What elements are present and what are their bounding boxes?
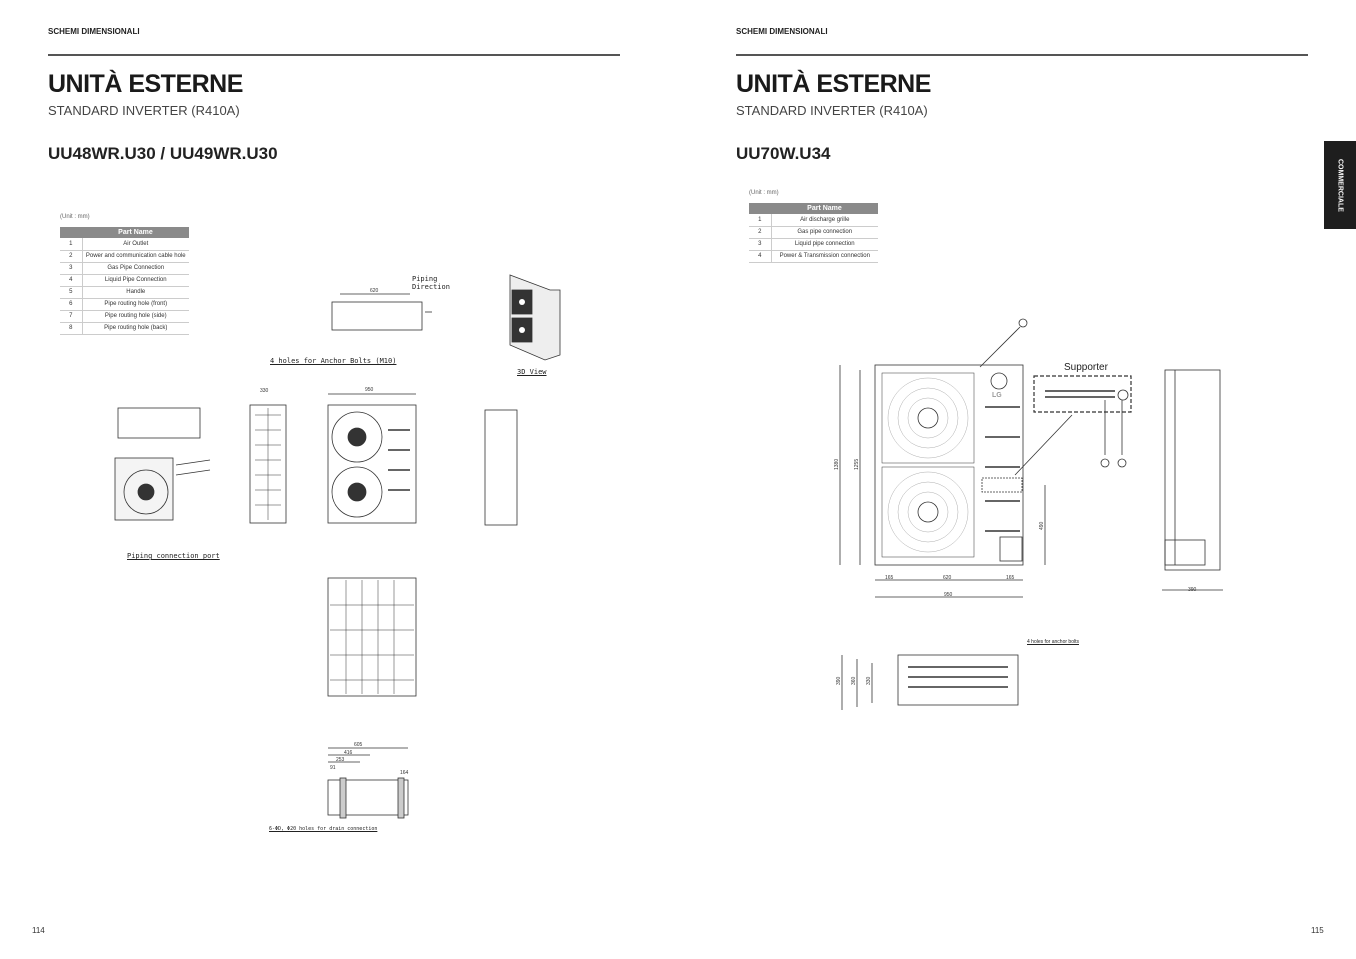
model-name: UU70W.U34 xyxy=(736,144,831,163)
dim-label: 330 xyxy=(866,676,872,685)
part-number: 4 xyxy=(749,250,772,263)
dimensional-drawing-left: 620 950 330 605 416 253 91 164 xyxy=(114,274,561,819)
dim-label: 620 xyxy=(370,288,379,294)
dim-label: 605 xyxy=(354,742,363,748)
part-number: 5 xyxy=(60,286,83,299)
section-header: SCHEMI DIMENSIONALI xyxy=(48,27,140,36)
dim-label: 1255 xyxy=(854,459,860,470)
dim-label: 165 xyxy=(1006,575,1015,581)
dim-label: 165 xyxy=(885,575,894,581)
part-number: 2 xyxy=(60,250,83,263)
part-name: Gas Pipe Connection xyxy=(82,262,189,275)
part-number: 8 xyxy=(60,322,83,335)
part-name: Gas pipe connection xyxy=(771,226,878,239)
part-name: Liquid pipe connection xyxy=(771,238,878,251)
table-header: Part Name xyxy=(82,227,189,238)
part-name: Pipe routing hole (front) xyxy=(82,298,189,311)
part-name: Air discharge grille xyxy=(771,214,878,227)
side-tab-commerciale: COMMERCIALE xyxy=(1324,141,1356,229)
dim-label: 950 xyxy=(365,387,374,393)
page-subtitle: STANDARD INVERTER (R410A) xyxy=(736,103,928,118)
drain-holes-label: 6-ΦD, Φ20 holes for drain connection xyxy=(269,826,378,832)
dim-label: 390 xyxy=(1188,587,1197,593)
3d-view-label: 3D View xyxy=(517,368,547,376)
dim-label: 416 xyxy=(344,750,353,756)
divider xyxy=(48,54,620,56)
part-name: Power and communication cable hole xyxy=(82,250,189,263)
supporter-label: Supporter xyxy=(1064,362,1108,373)
part-number: 4 xyxy=(60,274,83,287)
anchor-bolts-label: 4 holes for Anchor Bolts (M10) xyxy=(270,357,397,365)
section-header: SCHEMI DIMENSIONALI xyxy=(736,27,828,36)
part-name: Pipe routing hole (side) xyxy=(82,310,189,323)
table-header: Part Name xyxy=(771,203,878,214)
dim-label: 1380 xyxy=(834,459,840,470)
page-title: UNITÀ ESTERNE xyxy=(48,70,243,98)
dim-label: 360 xyxy=(851,676,857,685)
dim-label: 620 xyxy=(943,575,952,581)
page-subtitle: STANDARD INVERTER (R410A) xyxy=(48,103,240,118)
part-number: 2 xyxy=(749,226,772,239)
piping-direction-label: Piping Direction xyxy=(412,275,450,291)
unit-note: (Unit : mm) xyxy=(749,190,779,196)
dim-label: 950 xyxy=(944,592,953,598)
dim-label: 164 xyxy=(400,770,409,776)
part-name: Pipe routing hole (back) xyxy=(82,322,189,335)
part-name: Air Outlet xyxy=(82,238,189,251)
part-name: Liquid Pipe Connection xyxy=(82,274,189,287)
part-name: Handle xyxy=(82,286,189,299)
page-title: UNITÀ ESTERNE xyxy=(736,70,931,98)
dim-label: 330 xyxy=(260,388,269,394)
lg-logo: LG xyxy=(992,392,1002,399)
piping-connection-port-label: Piping connection port xyxy=(127,552,220,560)
part-number: 1 xyxy=(749,214,772,227)
part-number: 3 xyxy=(749,238,772,251)
anchor-bolts-label: 4 holes for anchor bolts xyxy=(1027,639,1079,645)
part-number: 7 xyxy=(60,310,83,323)
dim-label: 490 xyxy=(1039,521,1045,530)
dim-label: 253 xyxy=(336,757,345,763)
dim-label: 91 xyxy=(330,765,336,771)
model-name: UU48WR.U30 / UU49WR.U30 xyxy=(48,144,278,163)
unit-note: (Unit : mm) xyxy=(60,214,90,220)
part-number: 1 xyxy=(60,238,83,251)
dim-label: 390 xyxy=(836,676,842,685)
divider xyxy=(736,54,1308,56)
part-number: 3 xyxy=(60,262,83,275)
part-number: 6 xyxy=(60,298,83,311)
dimensional-drawing-right: 1380 1255 490 165 620 165 950 390 390 36… xyxy=(834,318,1223,710)
part-name: Power & Transmission connection xyxy=(771,250,878,263)
page-number: 114 xyxy=(32,926,45,935)
page-number: 115 xyxy=(1311,926,1324,935)
